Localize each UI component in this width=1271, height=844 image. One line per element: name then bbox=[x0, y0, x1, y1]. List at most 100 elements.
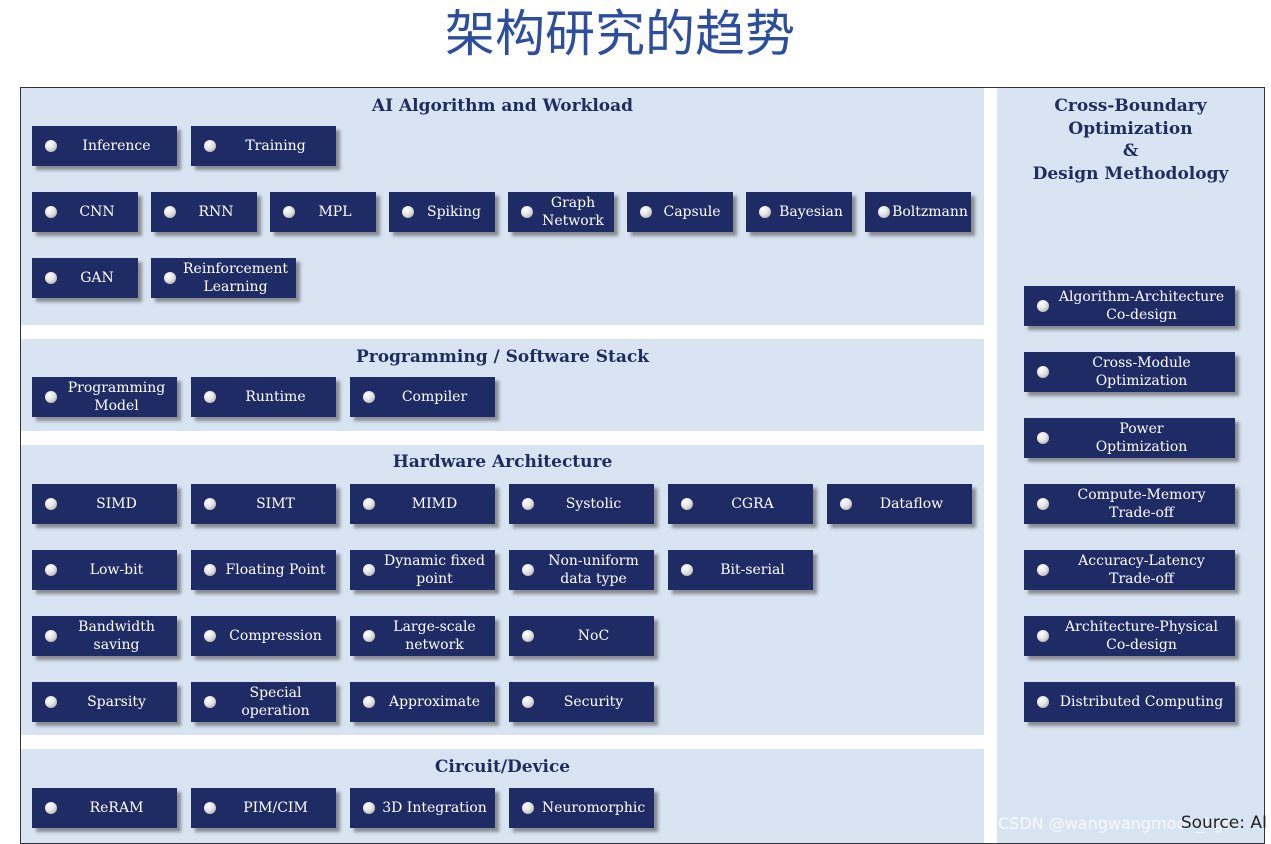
ai-algorithm-title: AI Algorithm and Workload bbox=[371, 96, 634, 116]
bullet-icon bbox=[204, 391, 216, 403]
chip-training: Training bbox=[191, 126, 336, 166]
chip-label: Bit-serial bbox=[720, 562, 785, 578]
bullet-icon bbox=[1037, 300, 1049, 312]
chip-label: RNN bbox=[198, 204, 234, 220]
chip-bayesian: Bayesian bbox=[746, 192, 852, 232]
software-stack-band: Programming / Software Stack bbox=[21, 339, 984, 431]
chip-label: 3D Integration bbox=[382, 800, 487, 816]
chip-runtime: Runtime bbox=[191, 377, 336, 417]
chip-label: Floating Point bbox=[225, 562, 326, 578]
chip-simd: SIMD bbox=[32, 484, 177, 524]
bullet-icon bbox=[1037, 432, 1049, 444]
chip-label: Low-bit bbox=[89, 562, 144, 578]
bullet-icon bbox=[204, 140, 216, 152]
chip-inference: Inference bbox=[32, 126, 177, 166]
chip-floating-point: Floating Point bbox=[191, 550, 336, 590]
hardware-architecture-title: Hardware Architecture bbox=[392, 452, 613, 472]
chip-spiking: Spiking bbox=[389, 192, 495, 232]
chip-label: NoC bbox=[577, 628, 610, 644]
chip-bit-serial: Bit-serial bbox=[668, 550, 813, 590]
chip-cnn: CNN bbox=[32, 192, 138, 232]
bullet-icon bbox=[681, 498, 693, 510]
chip-approximate: Approximate bbox=[350, 682, 495, 722]
cross-boundary-title-line: & bbox=[1122, 141, 1139, 161]
bullet-icon bbox=[45, 391, 57, 403]
bullet-icon bbox=[204, 498, 216, 510]
chip-security: Security bbox=[509, 682, 654, 722]
chip-boltzmann: Boltzmann bbox=[865, 192, 971, 232]
chip-label: Systolic bbox=[565, 496, 622, 512]
cross-boundary-title-line: Design Methodology bbox=[1032, 163, 1229, 184]
watermark: CSDN @wangwangmoon_light bbox=[998, 814, 1240, 833]
chip-mpl: MPL bbox=[270, 192, 376, 232]
bullet-icon bbox=[522, 802, 534, 814]
hardware-architecture-band: Hardware Architecture bbox=[21, 445, 984, 735]
bullet-icon bbox=[840, 498, 852, 510]
software-stack-title: Programming / Software Stack bbox=[355, 347, 650, 367]
cross-boundary-title-line: Optimization bbox=[1068, 118, 1193, 139]
chip-label: Dataflow bbox=[879, 496, 944, 512]
chip-label: Capsule bbox=[663, 204, 721, 220]
chip-label: GAN bbox=[80, 270, 114, 286]
bullet-icon bbox=[640, 206, 652, 218]
page-title: 架构研究的趋势 bbox=[445, 5, 795, 63]
chip-label: Distributed Computing bbox=[1059, 694, 1224, 710]
bullet-icon bbox=[363, 391, 375, 403]
diagram-frame: AI Algorithm and Workload Programming / … bbox=[20, 87, 1265, 844]
bullet-icon bbox=[1037, 564, 1049, 576]
chip-label: Neuromorphic bbox=[541, 800, 646, 816]
bullet-icon bbox=[204, 630, 216, 642]
bullet-icon bbox=[363, 564, 375, 576]
chip-sparsity: Sparsity bbox=[32, 682, 177, 722]
source-note: Source: AI bbox=[1180, 813, 1267, 833]
chip-label: Security bbox=[563, 694, 624, 710]
chip-label: Compiler bbox=[401, 389, 468, 405]
bullet-icon bbox=[204, 564, 216, 576]
bullet-icon bbox=[204, 696, 216, 708]
chip-reram: ReRAM bbox=[32, 788, 177, 828]
chip-label: Spiking bbox=[427, 204, 481, 220]
chip-label: Sparsity bbox=[87, 694, 146, 710]
chip-cgra: CGRA bbox=[668, 484, 813, 524]
bullet-icon bbox=[45, 802, 57, 814]
chip-low-bit: Low-bit bbox=[32, 550, 177, 590]
chip-distributed-computing: Distributed Computing bbox=[1024, 682, 1235, 722]
cross-boundary-title-line: Cross-Boundary bbox=[1054, 96, 1207, 116]
chip-label: CGRA bbox=[731, 496, 774, 512]
chip-3d-integration: 3D Integration bbox=[350, 788, 495, 828]
bullet-icon bbox=[363, 630, 375, 642]
cross-boundary-title: Cross-Boundary Optimization & Design Met… bbox=[997, 95, 1264, 185]
chip-label: Runtime bbox=[245, 389, 306, 405]
bullet-icon bbox=[45, 498, 57, 510]
chip-label: MIMD bbox=[411, 496, 458, 512]
chip-label: SIMD bbox=[96, 496, 137, 512]
chip-systolic: Systolic bbox=[509, 484, 654, 524]
bullet-icon bbox=[522, 696, 534, 708]
chip-compiler: Compiler bbox=[350, 377, 495, 417]
chip-mimd: MIMD bbox=[350, 484, 495, 524]
bullet-icon bbox=[164, 272, 176, 284]
bullet-icon bbox=[45, 630, 57, 642]
bullet-icon bbox=[878, 206, 890, 218]
bullet-icon bbox=[363, 802, 375, 814]
bullet-icon bbox=[363, 498, 375, 510]
